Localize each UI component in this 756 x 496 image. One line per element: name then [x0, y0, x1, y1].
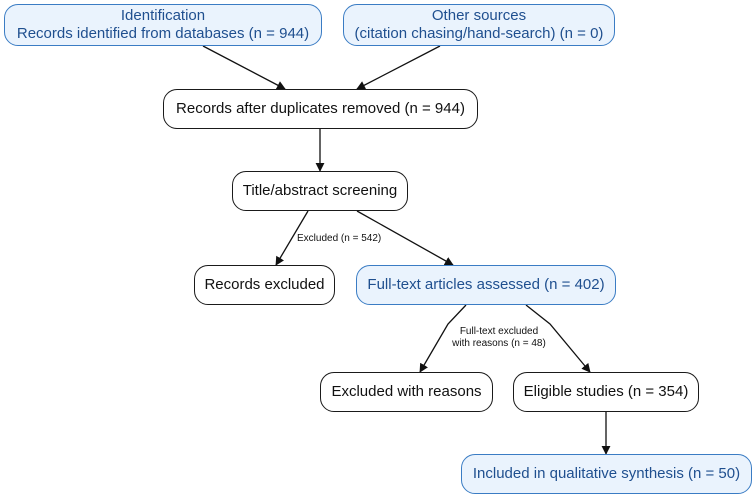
other-sources-title: Other sources [431, 7, 527, 24]
eligible-studies-label: Eligible studies (n = 354) [523, 383, 689, 400]
node-included-synthesis: Included in qualitative synthesis (n = 5… [461, 454, 752, 494]
edge-screening-to-records-excluded [275, 210, 309, 266]
excluded-with-reasons-label: Excluded with reasons [331, 383, 482, 400]
edge-screening-to-fulltext [356, 210, 454, 266]
fulltext-excluded-text-line2: with reasons (n = 48) [452, 338, 546, 349]
identification-title: Identification [120, 7, 206, 24]
node-fulltext-assessed: Full-text articles assessed (n = 402) [356, 265, 616, 305]
identification-count: Records identified from databases (n = 9… [16, 25, 310, 42]
node-records-excluded: Records excluded [194, 265, 335, 305]
screening-excluded-text: Excluded (n = 542) [297, 233, 382, 244]
node-other-sources: Other sources (citation chasing/hand-sea… [343, 4, 615, 46]
node-screening: Title/abstract screening [232, 171, 408, 211]
records-excluded-label: Records excluded [204, 276, 325, 293]
edge-identification-to-duplicates [202, 45, 286, 90]
node-excluded-with-reasons: Excluded with reasons [320, 372, 493, 412]
fulltext-excluded-text-line1: Full-text excluded [459, 326, 539, 337]
duplicates-removed-label: Records after duplicates removed (n = 94… [176, 100, 465, 117]
edge-othersources-to-duplicates [356, 45, 441, 90]
node-eligible-studies: Eligible studies (n = 354) [513, 372, 699, 412]
screening-label: Title/abstract screening [242, 182, 398, 199]
node-duplicates-removed: Records after duplicates removed (n = 94… [163, 89, 478, 129]
edge-fulltext-to-eligible [525, 304, 591, 373]
node-identification: Identification Records identified from d… [4, 4, 322, 46]
edge-fulltext-to-excluded-reasons [419, 304, 467, 373]
edge-label-screening-excluded: Excluded (n = 542) [297, 233, 381, 245]
fulltext-assessed-label: Full-text articles assessed (n = 402) [367, 276, 605, 293]
included-synthesis-label: Included in qualitative synthesis (n = 5… [472, 465, 741, 482]
edge-label-fulltext-excluded: Full-text excluded with reasons (n = 48) [444, 326, 554, 350]
other-sources-count: (citation chasing/hand-search) (n = 0) [354, 25, 604, 42]
